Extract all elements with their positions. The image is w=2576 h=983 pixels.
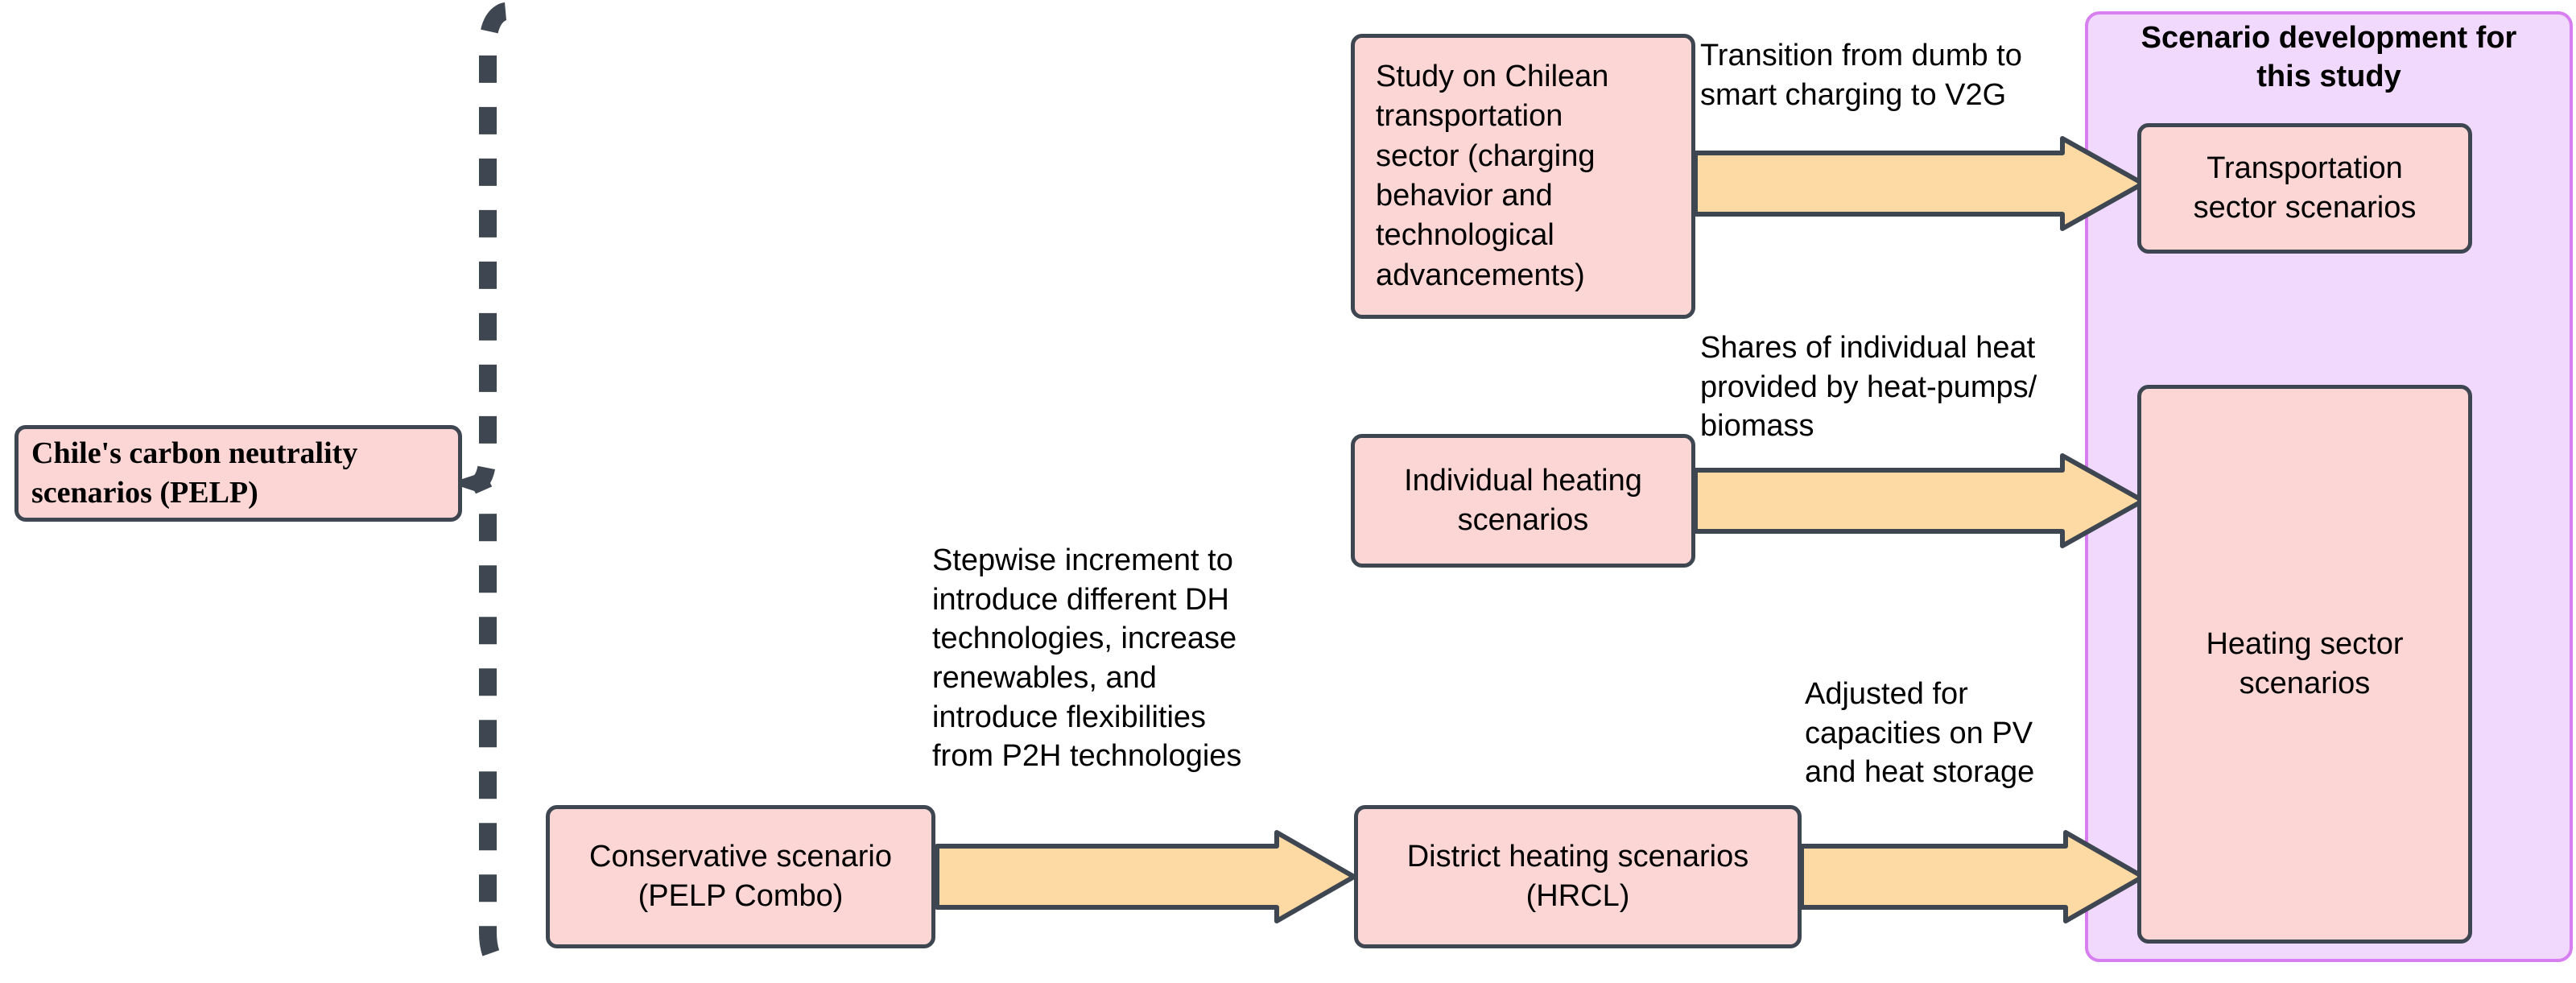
arrow-study-to-transport-scenarios	[1690, 135, 2148, 232]
node-individual-heating-scenarios[interactable]: Individual heating scenarios	[1351, 434, 1695, 568]
arrow-conservative-to-district-heating	[932, 829, 1359, 924]
annotation-shares-individual-heat: Shares of individual heat provided by he…	[1700, 331, 2037, 444]
node-heating-sector-scenarios[interactable]: Heating sector scenarios	[2137, 385, 2472, 944]
annotation-stepwise-increment: Stepwise increment to introduce differen…	[932, 543, 1242, 774]
arrow-district-heating-to-heating-scenarios	[1797, 829, 2148, 924]
arrow-individual-heating-to-heating-scenarios	[1690, 452, 2148, 549]
node-conservative-scenario[interactable]: Conservative scenario (PELP Combo)	[546, 805, 935, 948]
annotation-v2g-transition: Transition from dumb to smart charging t…	[1700, 39, 2022, 112]
dashed-curly-brace	[450, 0, 520, 983]
node-transport-study[interactable]: Study on Chilean transportation sector (…	[1351, 34, 1695, 319]
node-transportation-sector-scenarios[interactable]: Transportation sector scenarios	[2137, 123, 2472, 254]
node-chile-carbon-neutrality[interactable]: Chile's carbon neutrality scenarios (PEL…	[14, 425, 462, 522]
annotation-adjusted-capacities: Adjusted for capacities on PV and heat s…	[1805, 677, 2035, 790]
group-panel-title: Scenario development for this study	[2140, 21, 2517, 93]
node-district-heating-scenarios[interactable]: District heating scenarios (HRCL)	[1354, 805, 1802, 948]
